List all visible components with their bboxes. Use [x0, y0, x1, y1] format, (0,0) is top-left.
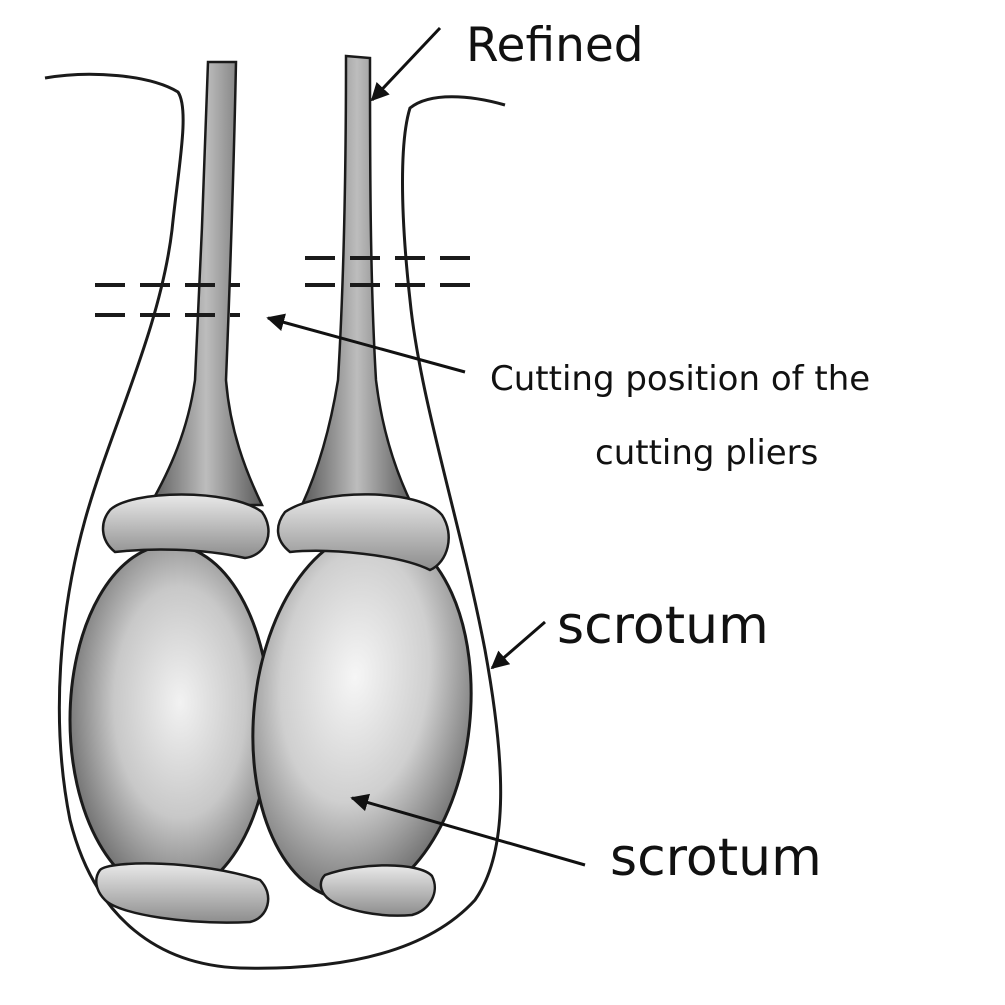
- left-testis: [68, 543, 272, 897]
- cutting-marks-left: [95, 283, 240, 317]
- right-testis: [251, 529, 473, 901]
- label-cutting-position-line2: cutting pliers: [595, 433, 819, 473]
- arrow-scrotum-inner: [350, 793, 586, 867]
- right-epididymis-head: [276, 493, 450, 572]
- cutting-marks-right: [305, 256, 470, 287]
- label-scrotum-outer: scrotum: [557, 596, 769, 656]
- arrow-scrotum-outer: [490, 620, 546, 670]
- label-refined: Refined: [466, 18, 644, 73]
- arrow-refined: [370, 26, 442, 102]
- label-scrotum-inner: scrotum: [610, 828, 822, 888]
- right-spermatic-cord: [300, 54, 414, 507]
- left-epididymis-head: [101, 493, 270, 560]
- right-epididymis-tail: [319, 864, 437, 917]
- scrotum-outline: [44, 72, 506, 970]
- label-cutting-position-line1: Cutting position of the: [490, 359, 871, 399]
- arrow-cutting-position: [266, 313, 466, 374]
- left-epididymis-tail: [95, 862, 270, 924]
